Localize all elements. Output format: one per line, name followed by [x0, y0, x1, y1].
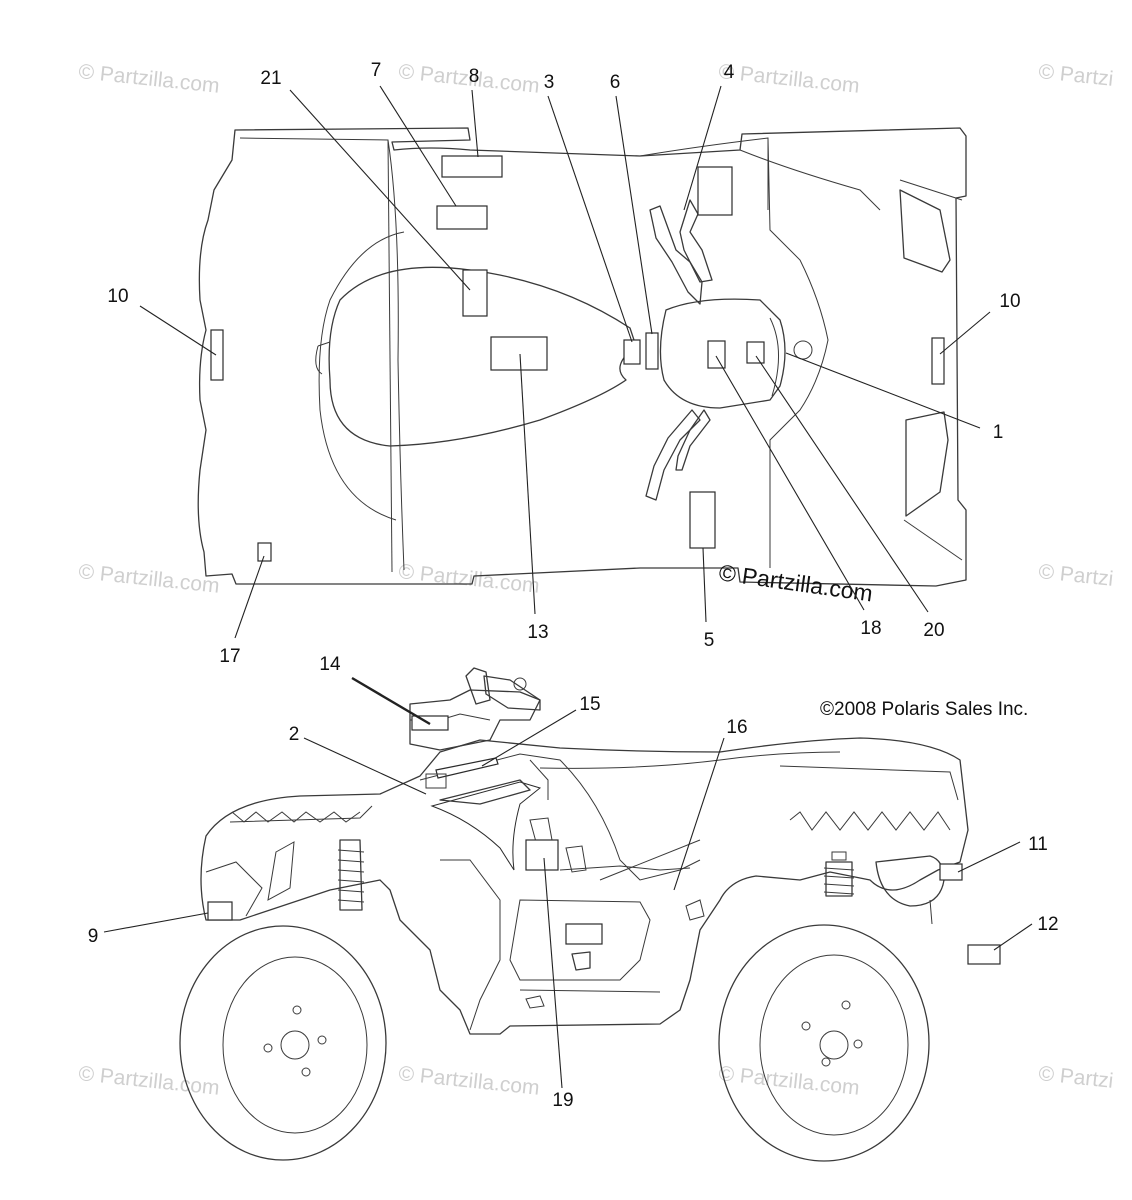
- decal-11-icon: [939, 863, 963, 881]
- callout-numbers: 1 2 3 4 5 6 7 8 9 10 10 11 12 13 14 15 1…: [88, 60, 1059, 1111]
- leader-14: [351, 676, 431, 726]
- decal-5-icon: [689, 491, 716, 549]
- callout-4: 4: [724, 62, 735, 83]
- callout-17: 17: [219, 646, 240, 667]
- leader-10-front: [939, 311, 991, 355]
- callout-10-rear: 10: [107, 286, 128, 307]
- decal-17-icon: [257, 542, 272, 562]
- callout-11: 11: [1028, 834, 1048, 855]
- leader-17: [234, 555, 265, 639]
- leader-4: [683, 85, 722, 211]
- leader-1: [785, 352, 981, 429]
- callout-2: 2: [289, 724, 300, 745]
- callout-8: 8: [469, 66, 480, 87]
- decal-10-rear-icon: [210, 329, 224, 381]
- callout-10-front: 10: [999, 291, 1020, 312]
- decal-20-icon: [746, 341, 765, 364]
- callout-19: 19: [552, 1090, 573, 1111]
- decal-12-icon: [967, 944, 1001, 965]
- watermark: © Partzilla.com: [77, 1062, 220, 1100]
- decal-21-icon: [462, 269, 488, 317]
- leader-19: [543, 857, 563, 1089]
- leader-11: [957, 841, 1021, 873]
- leader-7: [379, 85, 457, 207]
- decal-7-icon: [436, 205, 488, 230]
- leader-15: [481, 709, 577, 767]
- watermark: © Partzilla.com: [717, 1062, 860, 1100]
- callout-18: 18: [860, 618, 881, 639]
- watermark: © Partzi: [1037, 560, 1114, 591]
- callout-20: 20: [923, 620, 944, 641]
- callout-9: 9: [88, 926, 99, 947]
- leader-13: [519, 353, 536, 615]
- callout-13: 13: [527, 622, 548, 643]
- decal-19-small-icon: [565, 923, 603, 945]
- leader-2: [303, 737, 427, 795]
- leader-16: [673, 737, 725, 891]
- leader-lines: [103, 85, 1033, 1089]
- leader-3: [547, 95, 633, 343]
- watermark: © Partzi: [1037, 60, 1114, 91]
- callout-14: 14: [319, 654, 341, 675]
- leader-10-rear: [139, 305, 217, 356]
- leader-9: [103, 912, 209, 933]
- partzilla-watermark: © Partzilla.com: [717, 559, 874, 606]
- watermark: © Partzilla.com: [397, 560, 540, 598]
- callout-5: 5: [704, 630, 715, 651]
- watermark: © Partzi: [1037, 1062, 1114, 1093]
- decal-15-icon: [435, 757, 499, 779]
- leader-12: [993, 923, 1033, 951]
- copyright-text: ©2008 Polaris Sales Inc.: [820, 699, 1028, 720]
- watermark: © Partzilla.com: [77, 60, 220, 98]
- decal-18-icon: [707, 340, 726, 369]
- atv-side-view-icon: [179, 667, 1001, 1162]
- decal-10-front-icon: [931, 337, 945, 385]
- leader-20: [755, 355, 929, 613]
- watermark: © Partzilla.com: [397, 1062, 540, 1100]
- decal-9-icon: [207, 901, 233, 921]
- callout-21: 21: [260, 68, 281, 89]
- callout-3: 3: [544, 72, 555, 93]
- leader-21: [289, 89, 471, 291]
- watermark: © Partzilla.com: [77, 560, 220, 598]
- decal-8-icon: [441, 155, 503, 178]
- leader-5: [702, 547, 707, 623]
- callout-15: 15: [579, 694, 600, 715]
- callout-1: 1: [993, 422, 1004, 443]
- callout-7: 7: [371, 60, 382, 81]
- decal-6-icon: [645, 332, 659, 370]
- callout-16: 16: [726, 717, 747, 738]
- callout-6: 6: [610, 72, 621, 93]
- decal-19-icon: [525, 839, 559, 871]
- leader-6: [615, 95, 653, 335]
- watermark: © Partzilla.com: [717, 60, 860, 98]
- decal-4-icon: [697, 166, 733, 216]
- decal-3-icon: [623, 339, 641, 365]
- leader-8: [471, 89, 479, 158]
- leader-18: [715, 355, 865, 611]
- callout-12: 12: [1037, 914, 1058, 935]
- decal-13-icon: [490, 336, 548, 371]
